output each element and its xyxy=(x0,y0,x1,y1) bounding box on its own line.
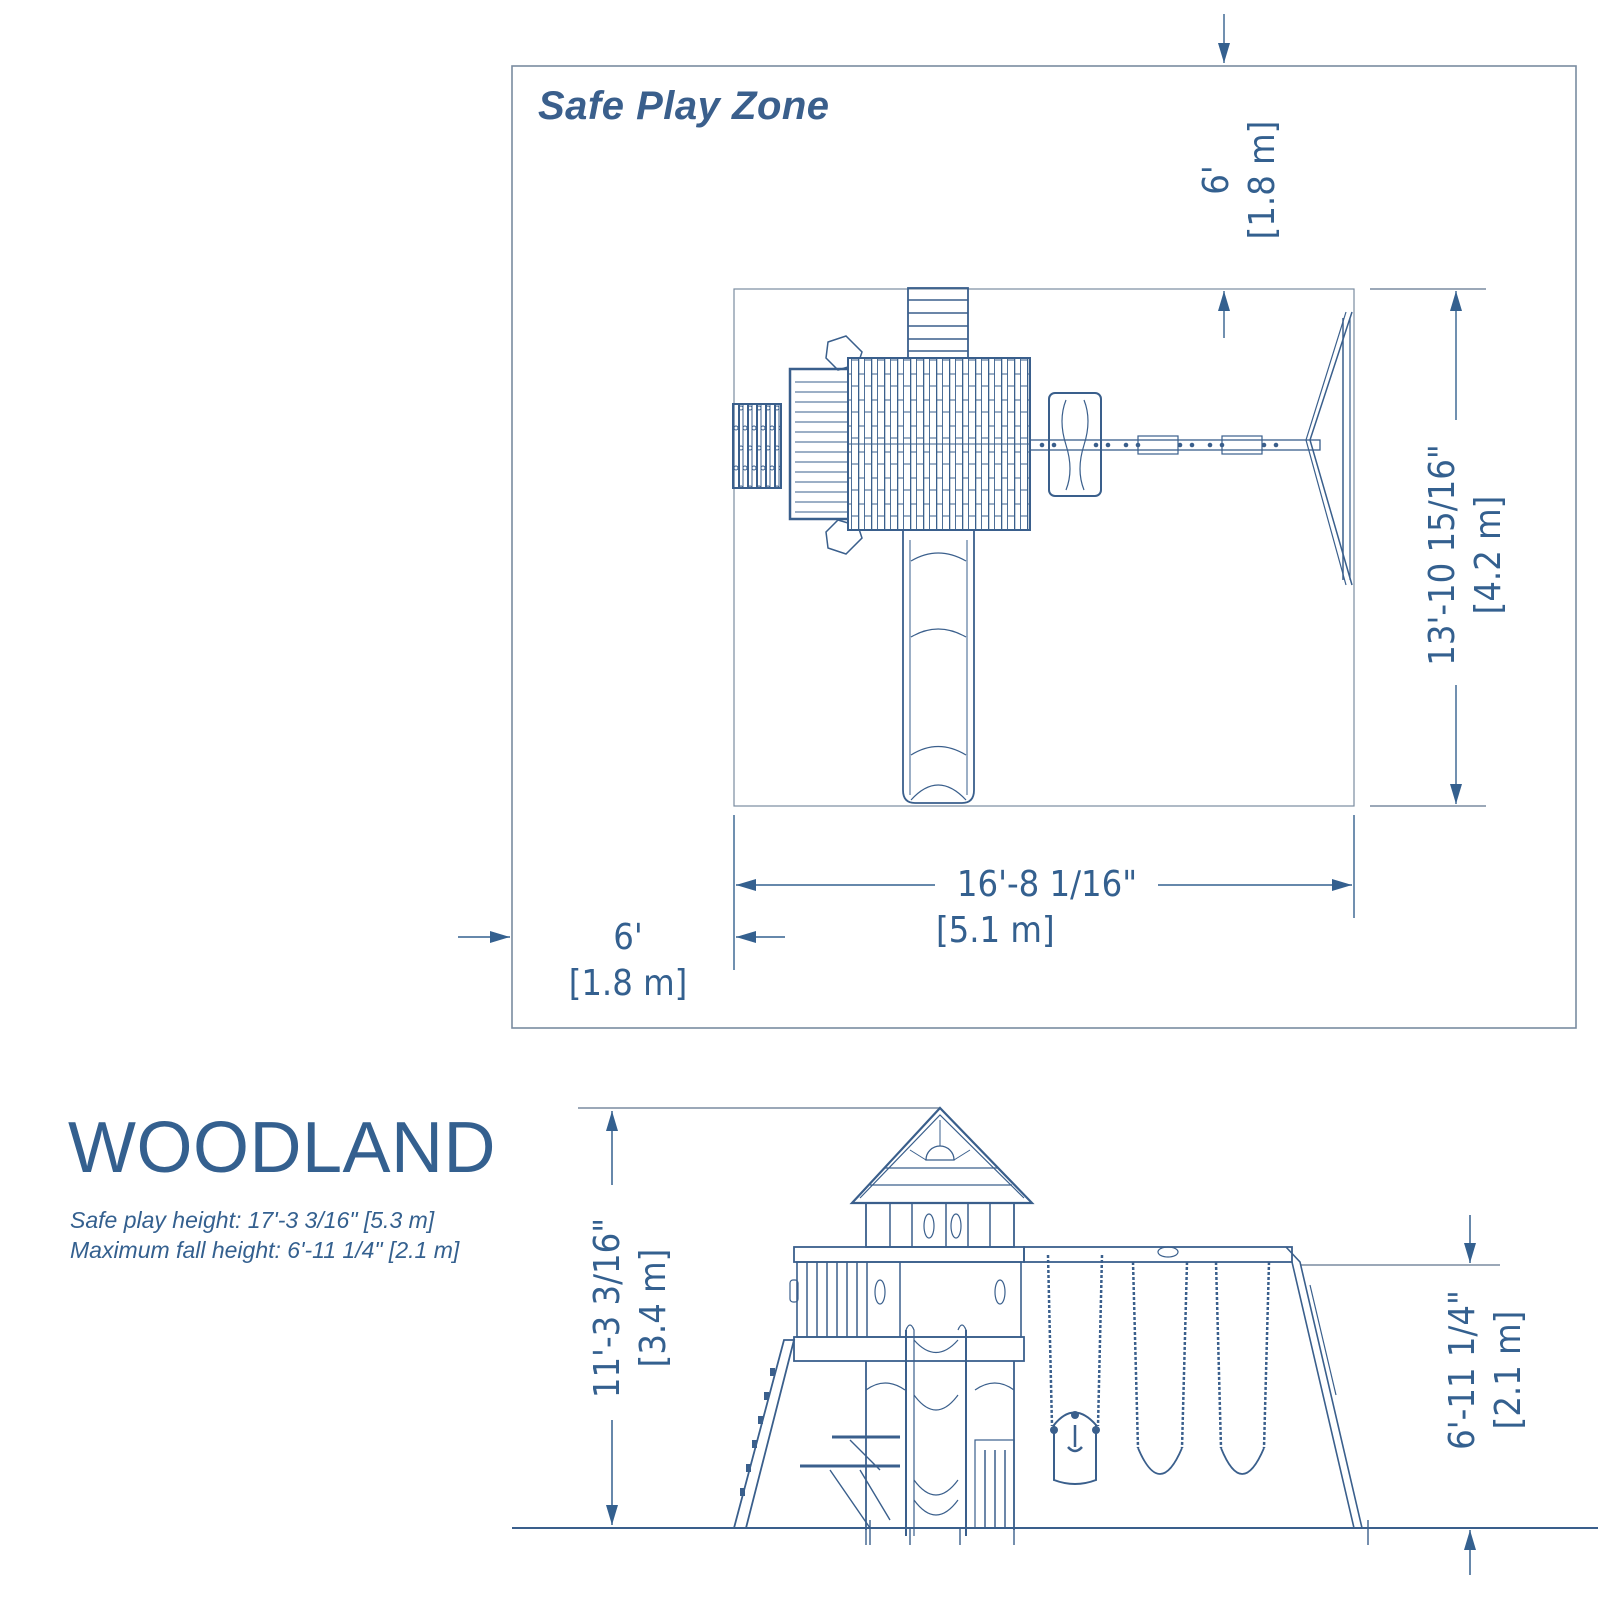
product-name: WOODLAND xyxy=(68,1108,497,1188)
left-clearance-label: 6' [1.8 m] xyxy=(548,915,708,1007)
swing-chains xyxy=(1046,1254,1271,1449)
elev-tower-upper xyxy=(865,1202,1015,1248)
elevation-view xyxy=(512,1106,1598,1575)
elev-roof xyxy=(849,1106,1035,1205)
top-clearance-metric: [1.8 m] xyxy=(1242,120,1283,240)
plan-toddler-swing xyxy=(1048,392,1102,497)
overall-height-imperial: 11'-3 3/16" xyxy=(587,1217,628,1399)
safe-play-height-spec: Safe play height: 17'-3 3/16" [5.3 m] xyxy=(70,1207,435,1233)
depth-imperial: 13'-10 15/16" xyxy=(1422,444,1463,666)
top-clearance-imperial: 6' xyxy=(1196,165,1237,195)
top-clearance-label: 6' [1.8 m] xyxy=(1194,110,1286,250)
width-imperial: 16'-8 1/16" xyxy=(956,864,1138,905)
plan-view xyxy=(458,14,1577,1029)
safe-zone-frame xyxy=(511,65,1577,1029)
belt-swing-2 xyxy=(1220,1447,1265,1475)
width-metric: [5.1 m] xyxy=(936,910,1055,951)
plan-slide xyxy=(902,530,975,804)
swing-beam-height-label: 6'-11 1/4" [2.1 m] xyxy=(1440,1260,1532,1480)
depth-dimension-label: 13'-10 15/16" [4.2 m] xyxy=(1420,420,1512,690)
elev-rock-wall xyxy=(732,1339,796,1529)
swing-beam-height-imperial: 6'-11 1/4" xyxy=(1442,1290,1483,1450)
toddler-swing-seat xyxy=(1053,1411,1097,1485)
overall-height-label: 11'-3 3/16" [3.4 m] xyxy=(585,1188,677,1428)
overall-height-metric: [3.4 m] xyxy=(633,1248,674,1368)
footprint-frame xyxy=(733,288,1355,807)
elev-swing-beam xyxy=(1023,1246,1293,1263)
elev-a-frame-leg xyxy=(1285,1246,1364,1529)
left-clearance-metric: [1.8 m] xyxy=(568,963,688,1004)
safe-play-zone-title: Safe Play Zone xyxy=(538,84,830,128)
plan-ladder xyxy=(907,287,969,359)
plan-a-frame xyxy=(1309,311,1353,586)
belt-swing-1 xyxy=(1137,1447,1183,1475)
swing-beam-height-metric: [2.1 m] xyxy=(1488,1310,1529,1430)
plan-swing-beam xyxy=(1029,439,1321,451)
max-fall-height-spec: Maximum fall height: 6'-11 1/4" [2.1 m] xyxy=(70,1237,460,1263)
plan-climbing-wall xyxy=(732,403,782,489)
width-dimension-label: 16'-8 1/16" [5.1 m] xyxy=(936,862,1158,954)
depth-metric: [4.2 m] xyxy=(1468,495,1509,615)
elev-slide xyxy=(905,1324,967,1536)
left-clearance-imperial: 6' xyxy=(613,917,643,958)
